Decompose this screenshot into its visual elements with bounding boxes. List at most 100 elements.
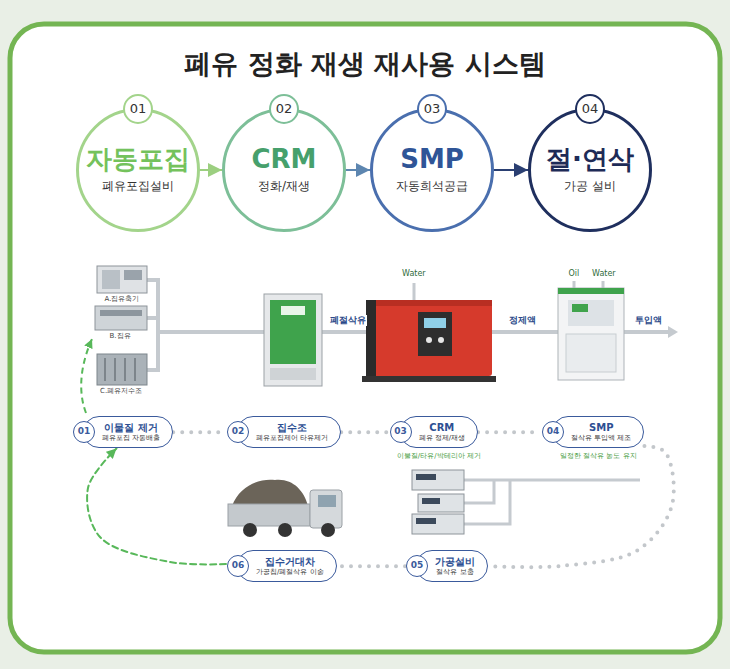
collector-machines	[102, 270, 120, 289]
background	[10, 24, 720, 652]
process-note: 일정한 절삭유 농도 유지	[560, 451, 637, 461]
callout-number: 04	[542, 421, 564, 443]
process-title: 가공설비	[435, 555, 475, 568]
callout-number: 05	[406, 555, 428, 577]
return-arrow	[81, 339, 92, 413]
process-title: 집수조	[256, 421, 328, 434]
process-description: 절삭유 투입액 제조	[571, 434, 631, 443]
step-circle: 04절·연삭가공 설비	[528, 108, 652, 232]
collection-truck	[321, 523, 335, 537]
flow-label: 투입액	[634, 315, 663, 326]
part-label: C.폐유저수조	[99, 387, 143, 395]
flow-connector	[488, 446, 674, 567]
smp-machine	[568, 300, 614, 326]
process-title: 집수거대차	[256, 555, 324, 568]
collection-truck	[232, 480, 308, 506]
process-pill: 05가공설비절삭유 보충	[416, 550, 488, 582]
machining-equipment	[416, 474, 436, 480]
step-subtitle: 정화/재생	[258, 178, 310, 195]
process-note: 이물질/타유/박테리아 제거	[397, 451, 481, 461]
step-title: CRM	[252, 145, 317, 175]
collector-machines	[105, 358, 135, 381]
collector-machines	[95, 306, 147, 330]
collection-truck	[228, 504, 310, 526]
process-pill: 01이물질 제거폐유포집 자동배출	[83, 416, 173, 448]
sump-cabinet	[270, 300, 316, 364]
smp-machine	[566, 334, 616, 372]
step-number: 01	[123, 94, 153, 124]
return-arrow	[81, 339, 92, 413]
process-description: 폐유포집제어 타유제거	[256, 434, 328, 443]
flow-connector	[337, 564, 405, 568]
part-label: B.집유	[109, 332, 132, 340]
step-number: 02	[269, 94, 299, 124]
crm-machine	[438, 337, 444, 343]
part-label: A.집유축기	[104, 295, 141, 303]
crm-machine	[362, 300, 496, 382]
callout-number: 01	[73, 421, 95, 443]
sump-cabinet	[264, 294, 322, 386]
sump-cabinet	[281, 306, 305, 315]
collection-truck	[278, 523, 292, 537]
crm-machine	[366, 300, 376, 376]
diagram-title: 폐유 정화 재생 재사용 시스템	[0, 46, 730, 82]
machining-equipment	[422, 498, 440, 504]
collector-machines	[97, 266, 147, 293]
process-description: 절삭유 보충	[435, 568, 475, 577]
process-description: 가공칩/폐절삭유 이송	[256, 568, 324, 577]
flow-label: Water	[591, 269, 617, 279]
collector-machines	[100, 310, 142, 316]
step-subtitle: 폐유포집설비	[102, 178, 174, 195]
flow-arrow	[200, 169, 222, 171]
flow-label: Water	[401, 269, 427, 279]
flow-label: 폐절삭유	[329, 315, 367, 326]
step-circle: 01자동포집폐유포집설비	[76, 108, 200, 232]
step-title: 자동포집	[86, 145, 190, 175]
process-pill: 03CRM폐유 정제/재생이물질/타유/박테리아 제거	[400, 416, 479, 448]
collection-truck	[228, 480, 342, 537]
step-number: 04	[575, 94, 605, 124]
machining-equipment	[418, 494, 464, 512]
flow-arrow	[346, 169, 370, 171]
flow-arrow	[494, 169, 528, 171]
process-title: 이물질 제거	[102, 421, 160, 434]
process-description: 폐유포집 자동배출	[102, 434, 160, 443]
flow-connector	[87, 448, 226, 564]
step-circle: 02CRM정화/재생	[222, 108, 346, 232]
process-pill: 02집수조폐유포집제어 타유제거	[237, 416, 341, 448]
process-title: CRM	[419, 421, 466, 434]
collection-truck	[243, 523, 257, 537]
step-title: 절·연삭	[546, 145, 634, 175]
flow-label: Oil	[568, 269, 581, 279]
step-subtitle: 자동희석공급	[396, 178, 468, 195]
crm-machine	[424, 318, 446, 328]
smp-machine	[558, 288, 624, 294]
process-title: SMP	[571, 421, 631, 434]
smp-machine	[572, 304, 588, 312]
machining-equipment	[416, 518, 436, 524]
collection-truck	[318, 495, 336, 507]
machining-equipment	[412, 470, 640, 534]
machining-equipment	[412, 470, 464, 490]
flow-connector	[478, 430, 541, 434]
collector-machines	[95, 266, 147, 385]
process-pill: 06집수거대차가공칩/폐절삭유 이송	[237, 550, 337, 582]
process-description: 폐유 정제/재생	[419, 434, 466, 443]
step-number: 03	[417, 94, 447, 124]
crm-machine	[362, 376, 496, 382]
crm-machine	[366, 300, 492, 376]
collector-machines	[124, 270, 142, 280]
smp-machine	[558, 288, 624, 380]
smp-machine	[558, 288, 624, 380]
sump-cabinet	[270, 368, 316, 380]
flow-connector	[173, 430, 226, 434]
callout-number: 06	[227, 555, 249, 577]
callout-number: 02	[227, 421, 249, 443]
crm-machine	[426, 337, 432, 343]
collector-machines	[97, 354, 147, 385]
pipe	[668, 326, 678, 338]
collection-truck	[310, 490, 342, 528]
machining-equipment	[464, 480, 640, 524]
